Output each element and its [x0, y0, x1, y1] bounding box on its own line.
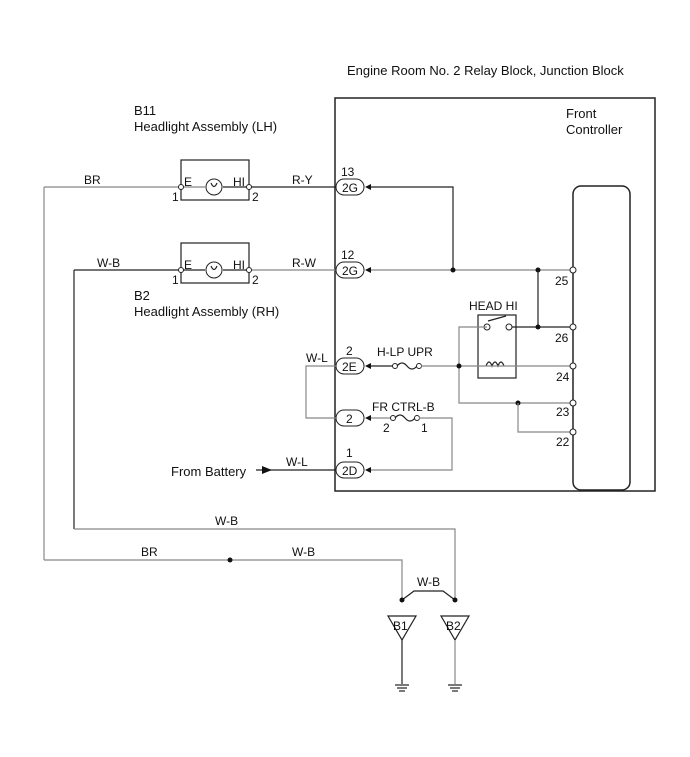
ground-b2: B2 — [439, 615, 471, 692]
rh-pin-hi: HI — [233, 258, 245, 272]
rh-pin1: 1 — [172, 273, 179, 287]
rh-name: Headlight Assembly (RH) — [134, 304, 279, 319]
connector-2g-13: 13 2G — [335, 165, 371, 196]
rh-pin-e: E — [184, 258, 192, 272]
controller-pin-26: 26 — [555, 331, 569, 345]
bottom-wb2-label: W-B — [292, 545, 315, 559]
rh-pin2: 2 — [252, 273, 259, 287]
lh-pin-e: E — [184, 175, 192, 189]
lh-hi-wire-label: R-Y — [292, 173, 313, 187]
relay-block-box — [334, 97, 656, 492]
battery-wire-label: W-L — [286, 455, 308, 469]
relay-label: HEAD HI — [469, 299, 518, 313]
svg-text:B1: B1 — [393, 619, 408, 633]
front-controller-box — [572, 185, 631, 491]
fuse-hlp-label: H-LP UPR — [377, 345, 433, 359]
svg-text:2E: 2E — [342, 360, 357, 374]
bottom-br-wire — [44, 559, 403, 600]
front-controller-label-2: Controller — [566, 122, 623, 137]
bottom-wb-wire — [74, 528, 456, 600]
connector-2g-12: 12 2G — [335, 248, 371, 279]
svg-text:1: 1 — [346, 446, 353, 460]
connector-2: 2 — [335, 409, 371, 427]
rh-headlight-box — [180, 242, 250, 284]
lh-ground-wire-label: BR — [84, 173, 101, 187]
ground-b1: B1 — [386, 615, 418, 692]
svg-text:13: 13 — [341, 165, 355, 179]
lh-name: Headlight Assembly (LH) — [134, 119, 277, 134]
controller-pin-22: 22 — [556, 435, 570, 449]
relay-block-title: Engine Room No. 2 Relay Block, Junction … — [347, 63, 624, 78]
ground-bridge-label: W-B — [417, 575, 440, 589]
hlp-wire-label: W-L — [306, 351, 328, 365]
svg-text:2: 2 — [346, 344, 353, 358]
controller-pin-25: 25 — [555, 274, 569, 288]
lh-pin1: 1 — [172, 190, 179, 204]
bottom-br-label: BR — [141, 545, 158, 559]
svg-text:B2: B2 — [446, 619, 461, 633]
lh-pin2: 2 — [252, 190, 259, 204]
ground-bridge-wire — [401, 590, 456, 601]
frctrl-pin-left: 2 — [383, 421, 390, 435]
rh-hi-wire-label: R-W — [292, 256, 317, 270]
controller-pin-23: 23 — [556, 405, 570, 419]
svg-text:12: 12 — [341, 248, 355, 262]
connector-2d-1: 1 2D — [335, 446, 371, 479]
controller-pin-24: 24 — [556, 370, 570, 384]
bottom-wb-label: W-B — [215, 514, 238, 528]
connector-2e-2: 2 2E — [335, 344, 371, 375]
lh-headlight-box — [180, 159, 250, 201]
svg-text:2D: 2D — [342, 464, 358, 478]
rh-code: B2 — [134, 288, 150, 303]
lh-code: B11 — [134, 103, 156, 118]
frctrl-pin-right: 1 — [421, 421, 428, 435]
svg-text:2G: 2G — [342, 264, 358, 278]
svg-text:2G: 2G — [342, 181, 358, 195]
front-controller-label-1: Front — [566, 106, 597, 121]
fuse-frctrl-label: FR CTRL-B — [372, 400, 435, 414]
from-battery-label: From Battery — [171, 464, 247, 479]
rh-ground-wire-label: W-B — [97, 256, 120, 270]
relay-coil-icon — [485, 361, 505, 368]
battery-arrow-icon — [262, 466, 272, 474]
head-hi-relay — [477, 314, 517, 379]
lh-pin-hi: HI — [233, 175, 245, 189]
svg-text:2: 2 — [346, 412, 353, 426]
